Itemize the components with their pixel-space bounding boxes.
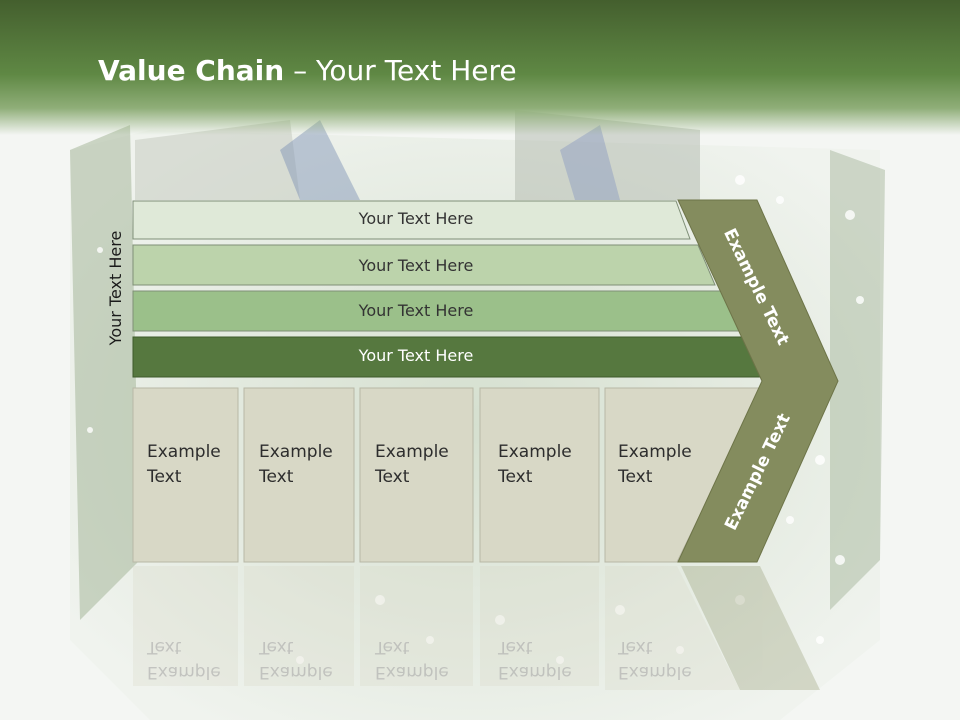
activity-cell-3 — [359, 387, 474, 563]
chevron-arrow — [677, 199, 839, 563]
reflection-label-3: Example Text — [375, 637, 449, 682]
activity-cell-2 — [243, 387, 355, 563]
reflection-label-1: Example Text — [147, 637, 221, 682]
header-band — [0, 0, 960, 135]
title-rest: – Your Text Here — [284, 54, 517, 87]
reflection-label-4: Example Text — [498, 637, 572, 682]
activity-cell-5 — [604, 387, 763, 563]
bar-2-label: Your Text Here — [358, 256, 474, 275]
bar-2 — [132, 244, 716, 286]
activity-cell-3-label: Example Text — [375, 442, 449, 487]
bar-1-label: Your Text Here — [358, 209, 474, 228]
activity-cell-1-label: Example Text — [147, 442, 221, 487]
bar-1 — [132, 200, 691, 240]
title-bold: Value Chain — [98, 54, 285, 87]
reflection-label-5: Example Text — [618, 637, 692, 682]
bar-4-label: Your Text Here — [358, 346, 474, 365]
activity-cell-5-label: Example Text — [618, 442, 692, 487]
diagram-reflection — [133, 566, 820, 690]
bar-3-label: Your Text Here — [358, 301, 474, 320]
activity-cell-4 — [479, 387, 600, 563]
reflection-label-2: Example Text — [259, 637, 333, 682]
side-label: Your Text Here — [106, 230, 125, 346]
activity-cell-2-label: Example Text — [259, 442, 333, 487]
activity-cell-1 — [132, 387, 239, 563]
page-title: Value Chain – Your Text Here — [98, 54, 517, 87]
activity-cell-4-label: Example Text — [498, 442, 572, 487]
